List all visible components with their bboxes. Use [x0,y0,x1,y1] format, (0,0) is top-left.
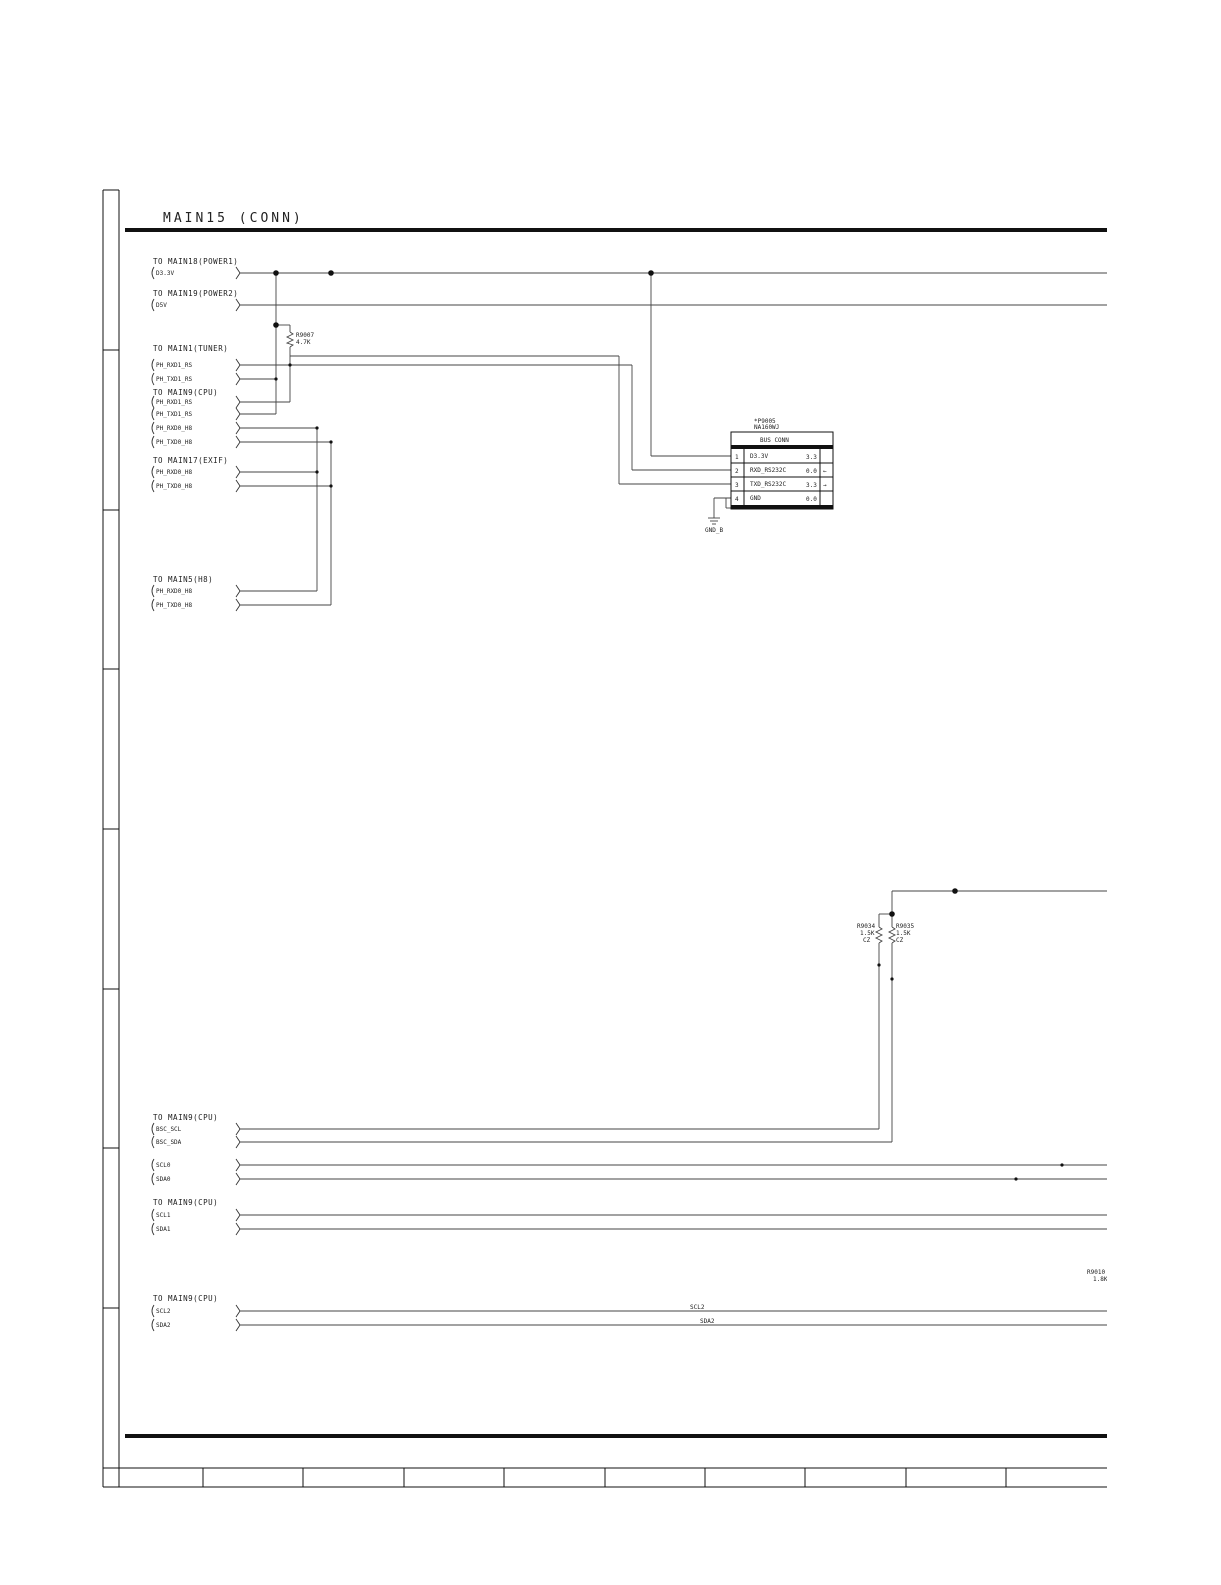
svg-text:BSC_SCL: BSC_SCL [156,1126,182,1133]
sheet-title: MAIN15 (CONN) [163,211,304,226]
connector-pin-2: 2 RXD_RS232C 0.0 ← [735,467,827,475]
port-tuner-txd1: PH_TXD1_RS [151,372,241,386]
r9035-ref: R9035 [896,923,914,930]
svg-text:PH_RXD1_RS: PH_RXD1_RS [156,362,193,369]
group-label-power2: TO MAIN19(POWER2) [153,289,238,298]
row-dividers [103,349,119,1309]
svg-text:3.3: 3.3 [806,482,817,489]
r9010-ref: R9010 [1087,1269,1105,1276]
junctions [273,270,1064,1181]
port-txd0-h8-a: PH_TXD0_H8 [151,435,241,449]
resistor-r9034: R9034 1.5K CZ [857,923,884,944]
connector-name: BUS CONN [760,437,789,444]
svg-text:D5V: D5V [156,302,167,309]
connector-pin-1: 1 D3.3V 3.3 [735,453,817,461]
group-label-power1: TO MAIN18(POWER1) [153,257,238,266]
svg-text:PH_RXD0_H8: PH_RXD0_H8 [156,469,193,476]
svg-text:PH_RXD0_H8: PH_RXD0_H8 [156,425,193,432]
svg-text:SDA2: SDA2 [156,1322,171,1329]
svg-text:SCL2: SCL2 [156,1308,171,1315]
r9010-value: 1.8K [1093,1276,1108,1283]
port-scl0: SCL0 [151,1158,241,1172]
svg-text:D3.3V: D3.3V [156,270,174,277]
column-dividers [118,1468,1007,1487]
group-label-h8: TO MAIN5(H8) [153,575,213,584]
svg-text:PH_TXD1_RS: PH_TXD1_RS [156,376,193,383]
port-cpu-rxd1: PH_RXD1_RS [151,395,241,409]
sheet-frame [102,189,1107,1488]
group-label-exif: TO MAIN17(EXIF) [153,456,228,465]
svg-text:0.0: 0.0 [806,496,817,503]
svg-text:GND: GND [750,495,761,502]
svg-text:1: 1 [735,454,739,461]
svg-text:PH_RXD1_RS: PH_RXD1_RS [156,399,193,406]
port-h8-txd0: PH_TXD0_H8 [151,598,241,612]
svg-text:2: 2 [735,468,739,475]
connector-pin-4: 4 GND 0.0 [735,495,817,503]
group-label-tuner: TO MAIN1(TUNER) [153,344,228,353]
svg-text:PH_RXD0_H8: PH_RXD0_H8 [156,588,193,595]
port-d5v: D5V [151,298,241,312]
port-h8-rxd0: PH_RXD0_H8 [151,584,241,598]
svg-text:PH_TXD0_H8: PH_TXD0_H8 [156,439,193,446]
group-label-cpu-d: TO MAIN9(CPU) [153,1294,218,1303]
port-cpu-txd1: PH_TXD1_RS [151,407,241,421]
gnd-label: GND_B [705,527,723,534]
r9034-tol: CZ [863,937,871,944]
port-sda0: SDA0 [151,1172,241,1186]
port-rxd0-h8-a: PH_RXD0_H8 [151,421,241,435]
port-scl2: SCL2 [151,1304,241,1318]
svg-text:BSC_SDA: BSC_SDA [156,1139,182,1146]
net-label-sda2: SDA2 [700,1318,715,1325]
direction-right-icon: → [823,482,827,489]
r9035-value: 1.5K [896,930,911,937]
right-edge-mask [1107,0,1221,1585]
port-bsc-scl: BSC_SCL [151,1122,241,1136]
group-label-cpu-b: TO MAIN9(CPU) [153,1113,218,1122]
r9034-value: 1.5K [860,930,875,937]
port-sda1: SDA1 [151,1222,241,1236]
connector-pin-3: 3 TXD_RS232C 3.3 → [735,481,827,489]
group-label-cpu-c: TO MAIN9(CPU) [153,1198,218,1207]
direction-left-icon: ← [823,468,827,475]
port-scl1: SCL1 [151,1208,241,1222]
svg-text:SDA1: SDA1 [156,1226,171,1233]
port-tuner-rxd1: PH_RXD1_RS [151,358,241,372]
svg-text:4: 4 [735,496,739,503]
group-label-cpu-a: TO MAIN9(CPU) [153,388,218,397]
resistor-r9010: R9010 1.8K [1087,1269,1108,1283]
svg-text:TXD_RS232C: TXD_RS232C [750,481,787,488]
r9007-value: 4.7K [296,339,311,346]
svg-text:0.0: 0.0 [806,468,817,475]
svg-text:D3.3V: D3.3V [750,453,768,460]
port-exif-txd0: PH_TXD0_H8 [151,479,241,493]
port-sda2: SDA2 [151,1318,241,1332]
r9007-ref: R9007 [296,332,314,339]
wires [240,272,1107,1326]
resistor-r9035: R9035 1.5K CZ [887,923,914,944]
connector-part: NA160WJ [754,424,779,431]
port-d33v: D3.3V [151,266,241,280]
svg-text:SCL1: SCL1 [156,1212,171,1219]
svg-text:3.3: 3.3 [806,454,817,461]
svg-text:SDA0: SDA0 [156,1176,171,1183]
net-label-scl2: SCL2 [690,1304,705,1311]
r9034-ref: R9034 [857,923,875,930]
group-labels: TO MAIN18(POWER1) TO MAIN19(POWER2) TO M… [153,257,238,1303]
svg-text:PH_TXD0_H8: PH_TXD0_H8 [156,483,193,490]
resistor-r9007: R9007 4.7K [285,331,314,348]
port-bsc-sda: BSC_SDA [151,1135,241,1149]
signal-ports: D3.3V D5V PH_RXD1_RS PH_TXD1_RS PH_RXD1_… [151,266,241,1332]
port-exif-rxd0: PH_RXD0_H8 [151,465,241,479]
svg-text:PH_TXD0_H8: PH_TXD0_H8 [156,602,193,609]
svg-text:SCL0: SCL0 [156,1162,171,1169]
connector-ref: *P9005 [754,418,776,425]
bus-connector-p9005: *P9005 NA160WJ BUS CONN 1 D3.3V 3.3 2 RX… [730,418,834,510]
r9035-tol: CZ [896,937,904,944]
svg-text:3: 3 [735,482,739,489]
svg-text:PH_TXD1_RS: PH_TXD1_RS [156,411,193,418]
svg-text:RXD_RS232C: RXD_RS232C [750,467,787,474]
